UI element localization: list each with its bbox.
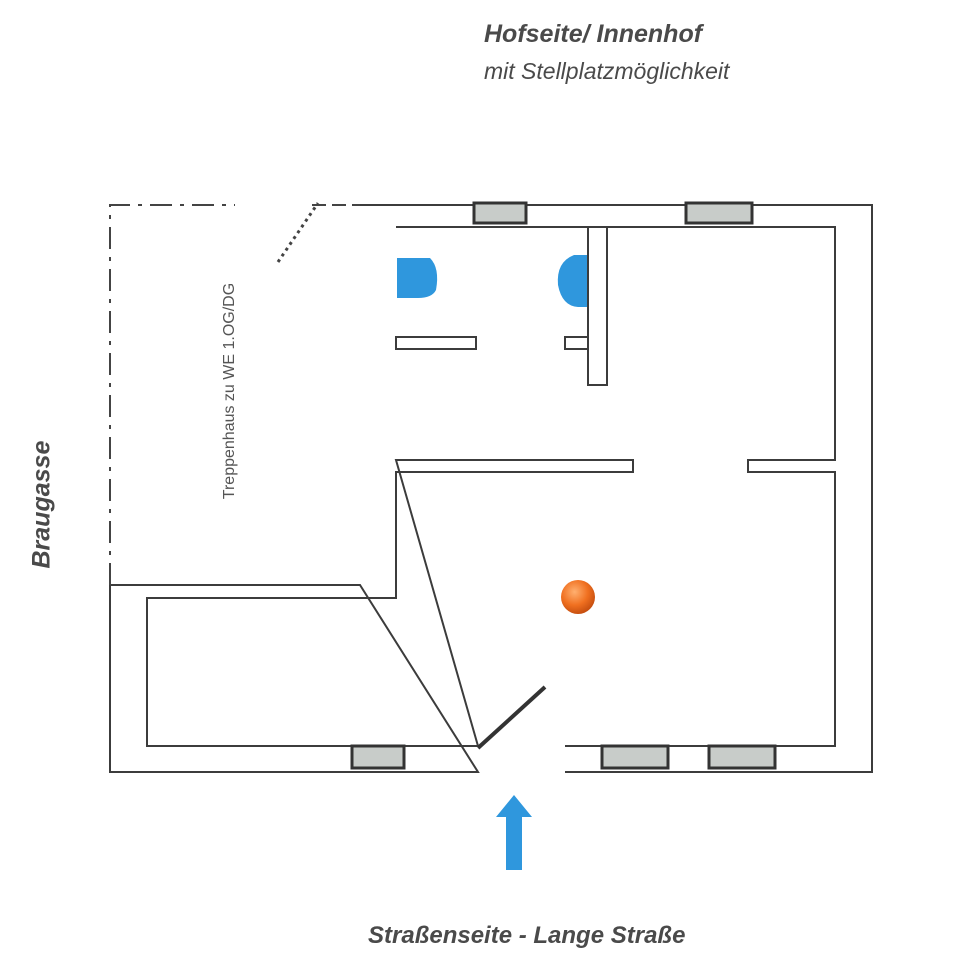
- courtyard-title: Hofseite/ Innenhof: [484, 20, 703, 48]
- arrow-up-icon: [496, 795, 532, 870]
- partition-vertical: [587, 226, 608, 386]
- stairwell-diagonal: [276, 202, 320, 263]
- street-side-label: Straßenseite - Lange Straße: [368, 922, 686, 949]
- window-top-left: [472, 201, 528, 225]
- sink-icon: [397, 258, 438, 298]
- side-street-label: Braugasse: [27, 440, 56, 569]
- window-bottom-left: [350, 744, 406, 770]
- window-bottom-right: [707, 744, 777, 770]
- stairwell-label: Treppenhaus zu WE 1.OG/DG: [221, 282, 238, 500]
- orange-dot-icon: [561, 580, 595, 614]
- entrance-door: [476, 685, 547, 750]
- inner-wall: [146, 226, 836, 747]
- stairwell-boundary: [109, 204, 235, 585]
- courtyard-subtitle: mit Stellplatzmöglichkeit: [484, 58, 730, 84]
- window-bottom-mid: [600, 744, 670, 770]
- toilet-icon: [557, 255, 587, 307]
- partition-left: [395, 336, 477, 350]
- window-top-right: [684, 201, 754, 225]
